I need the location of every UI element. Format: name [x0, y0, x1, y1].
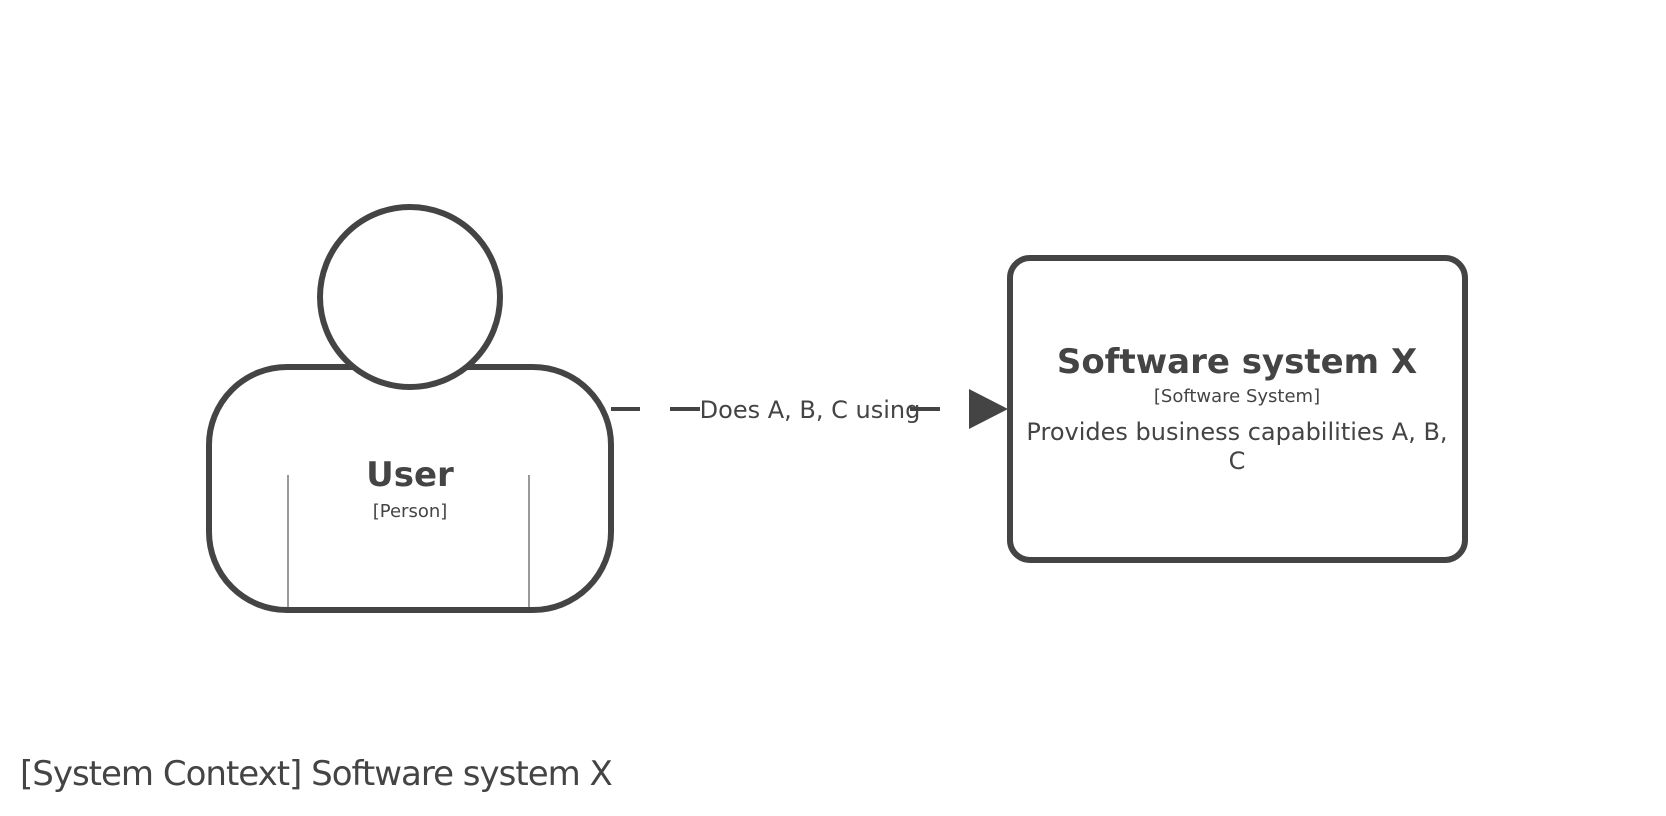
software-system-name: Software system X [1057, 342, 1417, 382]
relationship-label: Does A, B, C using [700, 396, 921, 424]
software-system-type: [Software System] [1154, 386, 1320, 407]
person-head [317, 204, 503, 390]
person-type: [Person] [373, 501, 448, 522]
software-system-box [1007, 255, 1468, 563]
diagram-title: [System Context] Software system X [20, 754, 613, 794]
person-name: User [366, 455, 454, 495]
arrowhead-icon [969, 389, 1008, 429]
relationship-user-to-system[interactable]: Does A, B, C using [611, 389, 1008, 429]
software-system-element[interactable]: Software system X [Software System] Prov… [1007, 255, 1468, 563]
software-system-description-line-2: C [1229, 447, 1246, 475]
person-element-user[interactable]: User [Person] [206, 204, 614, 613]
software-system-description-line-1: Provides business capabilities A, B, [1026, 418, 1447, 446]
